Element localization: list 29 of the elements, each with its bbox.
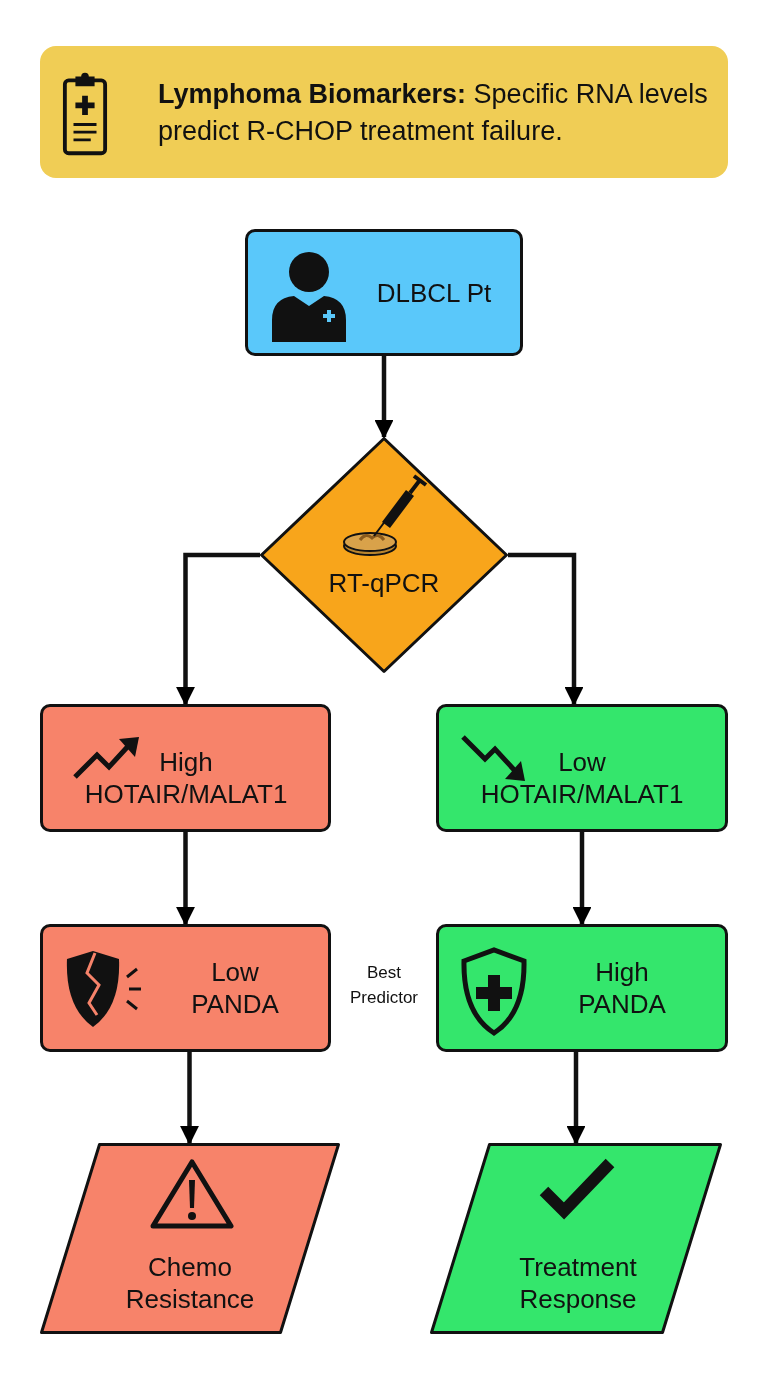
- annotation-label: Best Predictor: [349, 962, 419, 1009]
- arrow: [176, 832, 195, 926]
- node-label: High: [159, 746, 213, 778]
- process-box: [245, 229, 523, 356]
- node-label: PANDA: [578, 988, 666, 1020]
- arrow: [508, 552, 584, 706]
- arrow: [176, 552, 260, 706]
- arrow: [566, 1052, 586, 1145]
- arrow: [374, 356, 394, 439]
- node-label: Low: [558, 746, 606, 778]
- node-label: PANDA: [191, 988, 279, 1020]
- decision-diamond: [260, 437, 508, 673]
- node-label: DLBCL Pt: [376, 276, 492, 309]
- process-box: [436, 704, 728, 832]
- title: Lymphoma Biomarkers: Specific RNA levels predict R-CHOP treatment failure.: [158, 78, 709, 148]
- node-label: HOTAIR/MALAT1: [84, 778, 288, 810]
- process-box: [436, 924, 728, 1052]
- process-box: [40, 704, 331, 832]
- node-label: Treatment Response: [518, 1251, 638, 1315]
- process-box: [40, 924, 331, 1052]
- node-label: Low: [211, 956, 259, 988]
- node-label: RT-qPCR: [328, 567, 440, 599]
- node-label: Chemo Resistance: [124, 1251, 256, 1315]
- output-parallelogram: [40, 1143, 340, 1334]
- output-parallelogram: [430, 1143, 722, 1334]
- arrow: [180, 1052, 199, 1145]
- node-label: High: [595, 956, 649, 988]
- arrow: [572, 832, 592, 926]
- node-label: HOTAIR/MALAT1: [480, 778, 684, 810]
